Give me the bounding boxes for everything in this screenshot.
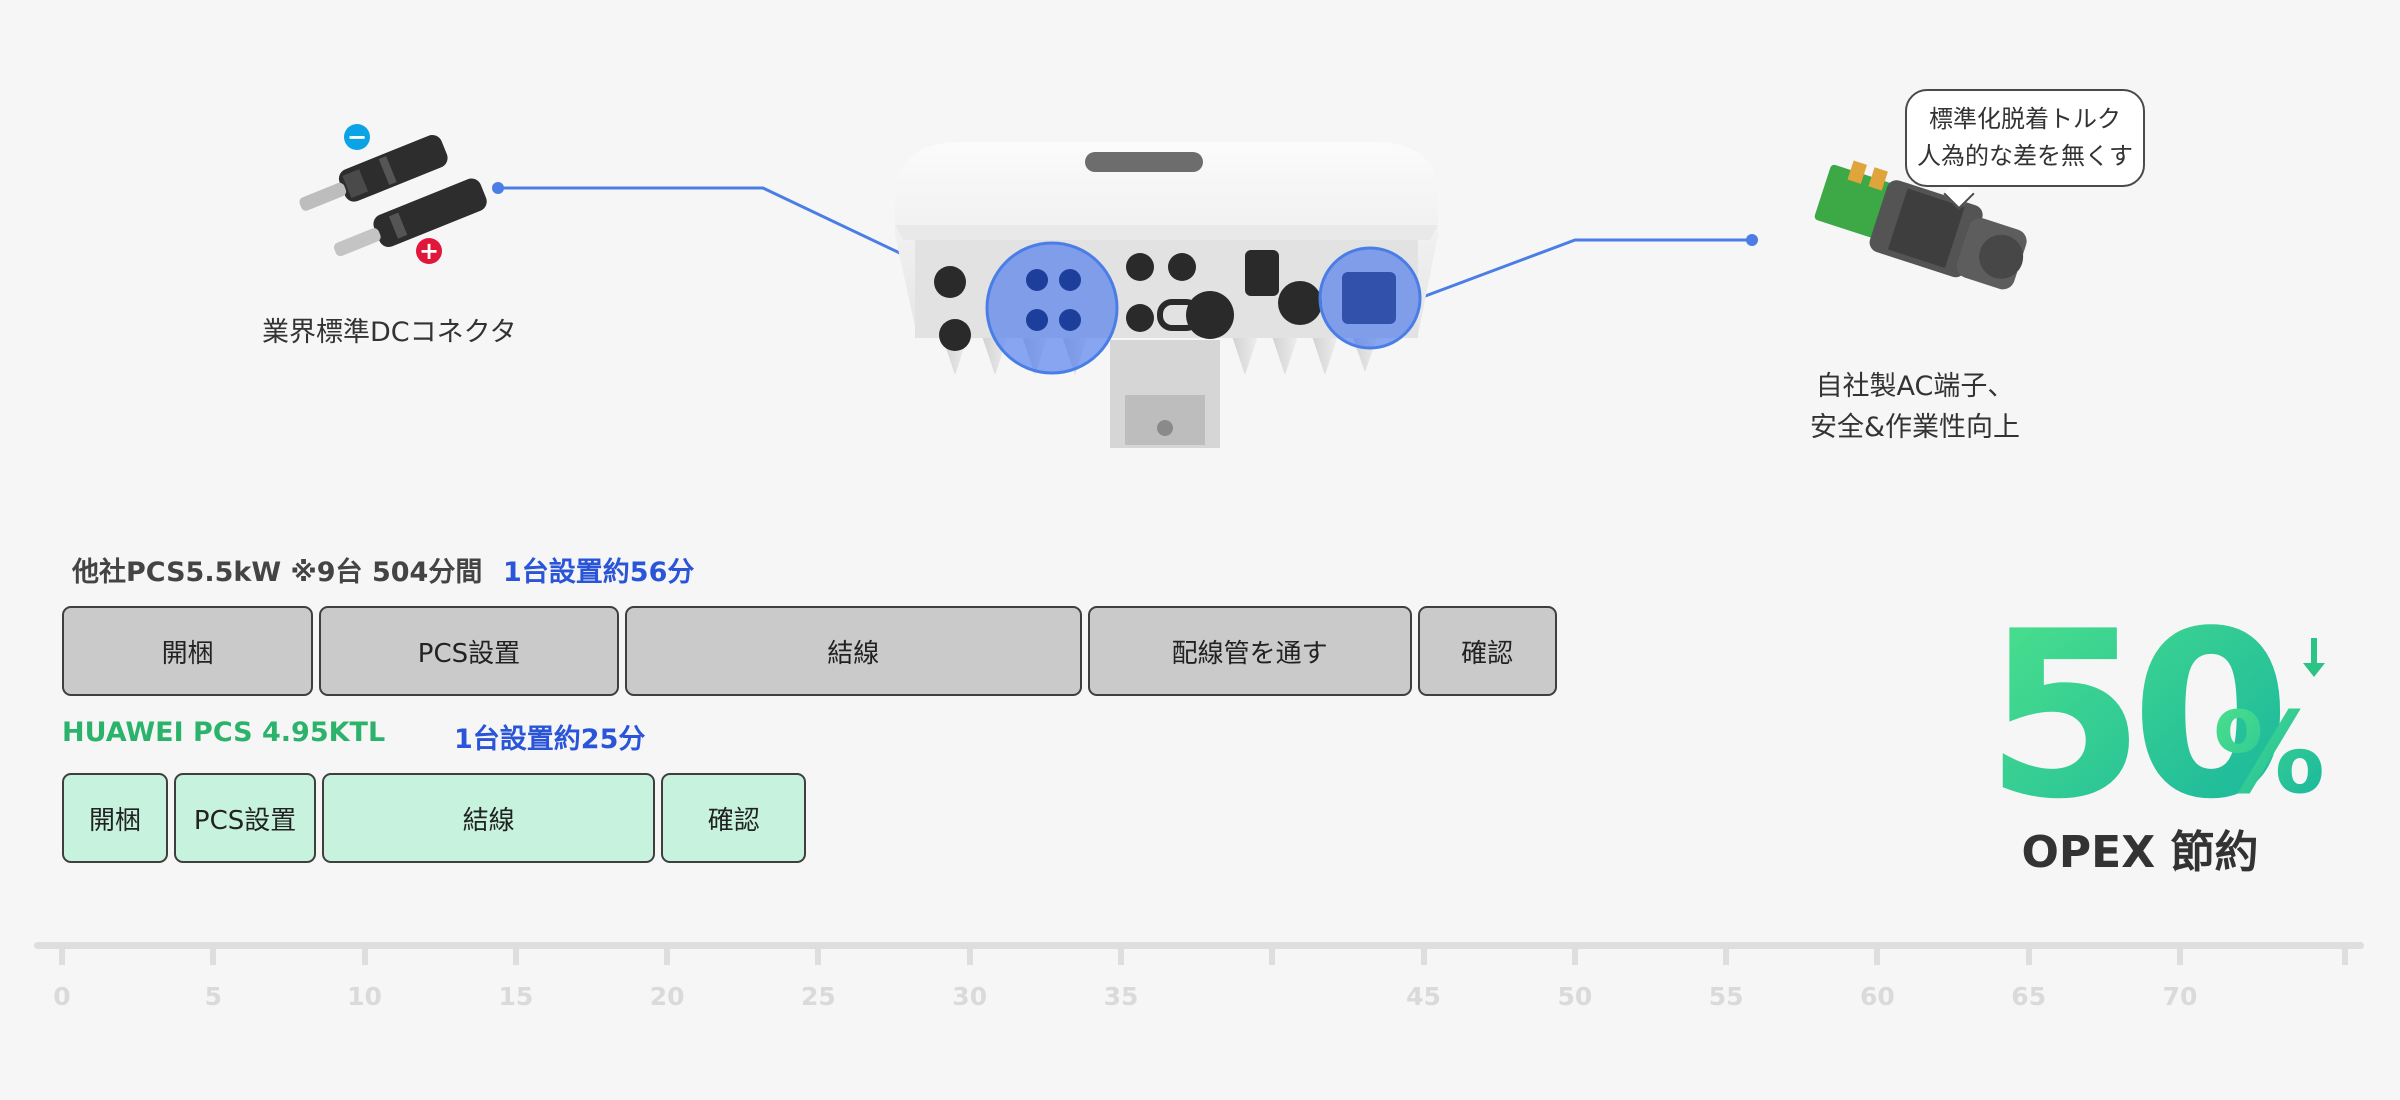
bubble-line2: 人為的な差を無くす <box>1917 142 2133 170</box>
step-label: 配線管を通す <box>1171 638 1328 669</box>
svg-text:+: + <box>419 237 439 265</box>
opex-saving-stat: 50 % <box>1985 585 2325 825</box>
dc-connector-image: − + <box>299 123 487 265</box>
stat-value: 50 <box>1985 585 2281 825</box>
axis-tick <box>512 945 519 965</box>
axis-tick-label: 35 <box>1103 982 1139 1011</box>
step-label: 確認 <box>1461 638 1514 669</box>
axis-tick <box>664 945 671 965</box>
dc-connector-label: 業界標準DCコネクタ <box>262 317 517 348</box>
axis-tick <box>210 945 217 965</box>
axis-tick <box>59 945 65 965</box>
axis-tick-label: 20 <box>649 982 685 1011</box>
time-axis-line <box>34 942 2364 949</box>
plus-icon <box>416 238 442 264</box>
inverter-image <box>895 142 1438 448</box>
step-label: PCS設置 <box>193 805 297 836</box>
opex-caption: OPEX 節約 <box>2021 827 2259 878</box>
axis-tick <box>1571 945 1578 965</box>
step-bar: 確認 <box>661 773 807 863</box>
huawei-title: HUAWEI PCS 4.95KTL <box>62 717 386 748</box>
axis-tick-label: 45 <box>1406 982 1441 1011</box>
ac-terminal-label: 自社製AC端子、 安全&作業性向上 <box>1790 366 2040 448</box>
step-bar: 開梱 <box>62 773 168 863</box>
step-bar: 配線管を通す <box>1087 606 1412 696</box>
stat-unit: % <box>2213 689 2325 819</box>
competitor-per-unit: 1台設置約56分 <box>503 557 695 588</box>
axis-tick <box>966 945 973 965</box>
step-label: 結線 <box>462 805 515 836</box>
axis-tick-label: 30 <box>952 982 988 1011</box>
axis-tick-label: 55 <box>1708 982 1744 1011</box>
axis-tick <box>1874 945 1881 965</box>
axis-tick-label: 65 <box>2011 982 2047 1011</box>
axis-tick <box>2177 945 2183 965</box>
axis-tick <box>1118 945 1124 965</box>
step-bar: 開梱 <box>62 606 314 696</box>
bubble-line1: 標準化脱着トルク <box>1929 105 2121 133</box>
step-label: 開梱 <box>88 805 141 836</box>
axis-tick-label: 25 <box>801 982 836 1011</box>
axis-tick <box>361 945 368 965</box>
axis-tick <box>815 945 822 965</box>
axis-tick-label: 5 <box>204 982 222 1011</box>
arrow-down-icon <box>2303 638 2325 677</box>
competitor-title: 他社PCS5.5kW ※9台 504分間 <box>72 557 483 588</box>
ac-terminal-label-line1: 自社製AC端子、 <box>1815 371 2015 402</box>
axis-tick <box>1269 945 1276 965</box>
axis-tick <box>2342 945 2348 965</box>
axis-tick <box>1420 945 1427 965</box>
axis-tick-label: 0 <box>53 982 71 1011</box>
ac-terminal-label-line2: 安全&作業性向上 <box>1809 412 2021 443</box>
step-label: 開梱 <box>161 638 214 669</box>
axis-tick-label: 70 <box>2162 982 2198 1011</box>
axis-tick-label: 10 <box>347 982 382 1011</box>
step-bar: 結線 <box>322 773 656 863</box>
step-label: 結線 <box>827 638 880 669</box>
axis-tick-label: 15 <box>498 982 534 1011</box>
step-label: 確認 <box>707 805 760 836</box>
axis-tick <box>1723 945 1730 965</box>
axis-tick-label: 60 <box>1860 982 1895 1011</box>
step-bar: PCS設置 <box>173 773 317 863</box>
axis-tick <box>2025 945 2032 965</box>
minus-icon <box>344 124 370 150</box>
axis-tick-label: 50 <box>1557 982 1593 1011</box>
speech-bubble: 標準化脱着トルク 人為的な差を無くす <box>1905 89 2145 187</box>
huawei-per-unit: 1台設置約25分 <box>454 724 646 755</box>
step-bar: 結線 <box>624 606 1082 696</box>
svg-text:−: − <box>347 123 367 151</box>
step-bar: PCS設置 <box>319 606 619 696</box>
step-bar: 確認 <box>1417 606 1557 696</box>
step-label: PCS設置 <box>417 638 521 669</box>
